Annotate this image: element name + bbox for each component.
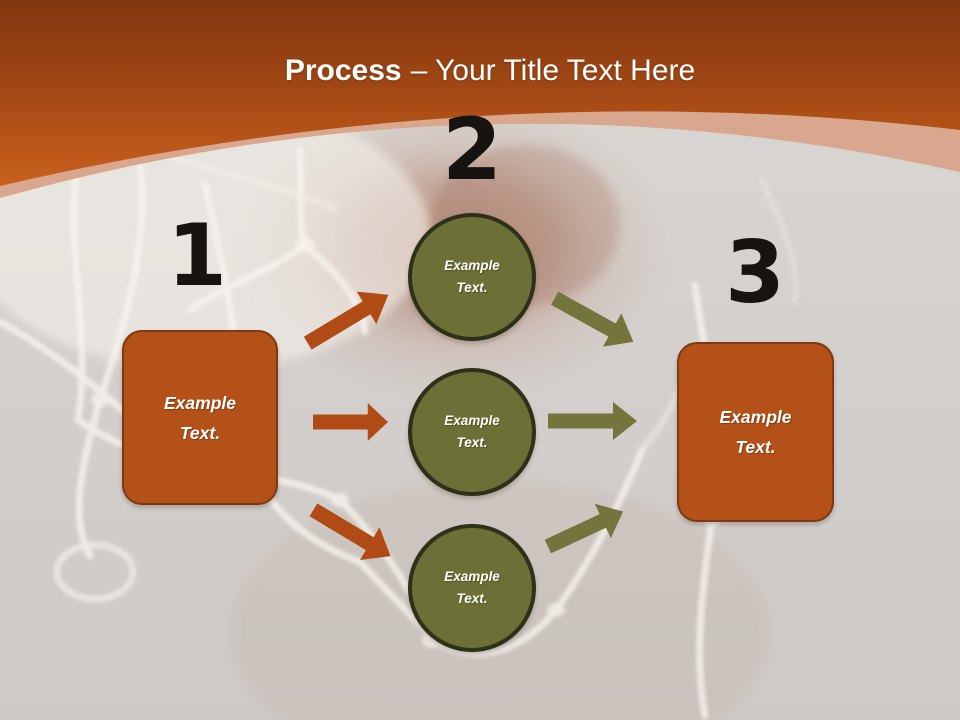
arrow-orange-middle[interactable] xyxy=(313,403,388,441)
step1-box-label: Example Text. xyxy=(164,392,236,443)
arrow-orange-top[interactable] xyxy=(298,279,398,360)
header-curve xyxy=(0,0,960,186)
arrow-olive-top[interactable] xyxy=(545,282,642,359)
step3-box[interactable]: Example Text. xyxy=(677,342,834,522)
step-number-2[interactable]: 2 xyxy=(442,100,502,200)
step-number-1[interactable]: 1 xyxy=(167,206,227,306)
arrow-orange-bottom[interactable] xyxy=(304,494,401,573)
step2-circle-3-label: Example Text. xyxy=(444,569,500,606)
step2-circle-2[interactable]: Example Text. xyxy=(408,368,536,496)
step-number-3[interactable]: 3 xyxy=(725,223,785,323)
title-keyword: Process xyxy=(284,54,402,87)
arrow-olive-middle[interactable] xyxy=(548,402,637,440)
slide-title[interactable]: Process– Your Title Text Here xyxy=(0,50,960,92)
step1-box[interactable]: Example Text. xyxy=(122,330,278,505)
step2-circle-3[interactable]: Example Text. xyxy=(408,524,536,652)
title-rest: – Your Title Text Here xyxy=(410,54,696,87)
step2-circle-1[interactable]: Example Text. xyxy=(408,213,536,341)
step2-circle-2-label: Example Text. xyxy=(444,413,500,450)
step2-circle-1-label: Example Text. xyxy=(444,258,500,295)
step3-box-label: Example Text. xyxy=(719,407,792,457)
header-band xyxy=(0,0,960,198)
arrow-olive-bottom[interactable] xyxy=(540,494,631,564)
